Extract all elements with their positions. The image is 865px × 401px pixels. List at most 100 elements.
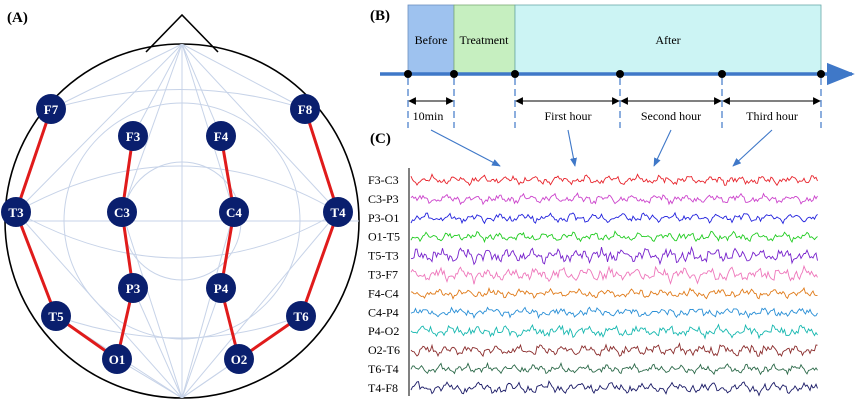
montage-line-f7-t3 [14,107,53,214]
eeg-trace-o1-t5 [410,230,818,244]
eeg-traces: F3-C3C3-P3P3-O1O1-T5T5-T3T3-F7F4-C4C4-P4… [368,173,818,397]
timepoint-dot [718,70,726,78]
interval-third-hour-label: Third hour [746,109,798,123]
eeg-trace-t6-t4 [410,361,818,376]
electrode-marker [323,197,353,227]
electrode-p4: P4 [206,273,236,303]
panel-c: (C) F3-C3C3-P3P3-O1O1-T5T5-T3T3-F7F4-C4C… [368,131,818,397]
electrode-marker [36,94,66,124]
panel-b-label: (B) [370,8,390,24]
channel-label: P3-O1 [368,211,399,225]
electrode-f4: F4 [206,121,236,151]
electrode-label: T3 [8,205,24,220]
electrode-c3: C3 [107,197,137,227]
electrode-c4: C4 [219,197,249,227]
electrode-label: F4 [214,129,229,144]
eeg-trace-f3-c3 [410,173,818,187]
channel-label: T4-F8 [368,381,398,395]
phase-after-box [514,4,822,74]
channel-label: T6-T4 [368,362,399,376]
eeg-trace-c3-p3 [410,192,818,206]
channel-label: O1-T5 [368,230,400,244]
interval-second-hour-label: Second hour [641,109,701,123]
electrode-label: C3 [114,205,130,220]
panel-b: (B) Before Treatment After [370,4,855,167]
electrode-marker [219,197,249,227]
electrode-label: T6 [293,309,309,324]
timepoint-dot [616,70,624,78]
eeg-trace-p4-o2 [410,323,818,340]
electrode-marker [206,121,236,151]
electrode-marker [1,197,31,227]
electrode-label: T5 [48,309,64,324]
electrode-label: T4 [330,205,346,220]
channel-label: F3-C3 [368,173,399,187]
electrode-o1: O1 [102,344,132,374]
panel-a-label: (A) [7,10,28,26]
sampling-arrows [430,129,773,167]
timepoint-dot [817,70,825,78]
channel-label: F4-C4 [368,286,399,300]
channel-label: T3-F7 [368,268,398,282]
electrode-f3: F3 [118,121,148,151]
electrode-marker [290,94,320,124]
electrode-marker [41,301,71,331]
phase-before-label: Before [415,33,448,47]
electrode-marker [107,197,137,227]
eeg-trace-t5-t3 [410,245,818,266]
phase-after-label: After [655,33,680,47]
electrode-marker [118,273,148,303]
electrode-label: P4 [214,281,229,296]
interval-dashed-guides [407,78,822,128]
nose-icon [145,13,219,53]
montage-line-t3-t5 [14,210,58,318]
electrode-label: F7 [44,102,59,117]
montage-line-f8-t4 [303,107,340,214]
timepoint-dot [404,70,412,78]
panel-c-label: (C) [370,131,391,147]
phase-treatment-box [453,4,516,74]
timepoint-dot [511,70,519,78]
electrode-marker [286,301,316,331]
electrode-f7: F7 [36,94,66,124]
timepoint-dot [450,70,458,78]
electrode-label: F3 [126,129,141,144]
interval-first-hour-label: First hour [544,109,591,123]
electrode-p3: P3 [118,273,148,303]
electrode-marker [206,273,236,303]
eeg-trace-t4-f8 [410,380,818,397]
eeg-trace-c4-p4 [410,306,818,319]
electrode-label: O1 [109,352,126,367]
electrode-marker [118,121,148,151]
eeg-trace-o2-t6 [410,342,818,358]
electrode-t4: T4 [323,197,353,227]
eeg-trace-t3-f7 [410,264,818,286]
eeg-trace-f4-c4 [410,287,818,300]
channel-label: P4-O2 [368,324,399,338]
electrode-label: P3 [126,281,141,296]
electrode-marker [102,344,132,374]
electrode-label: C4 [226,205,242,220]
channel-label: C3-P3 [368,192,399,206]
interval-10min-label: 10min [413,109,444,123]
channel-label: O2-T6 [368,343,400,357]
channel-label: C4-P4 [368,305,399,319]
electrode-grid [5,44,359,398]
electrode-t6: T6 [286,301,316,331]
electrode-o2: O2 [224,344,254,374]
montage-line-t4-t6 [299,210,340,318]
electrode-label: F8 [298,102,313,117]
phase-treatment-label: Treatment [460,33,510,47]
channel-label: T5-T3 [368,249,399,263]
phase-before-box [407,4,455,74]
electrode-f8: F8 [290,94,320,124]
timeline-markers [404,70,825,78]
electrode-t5: T5 [41,301,71,331]
eeg-trace-p3-o1 [410,211,818,225]
electrode-marker [224,344,254,374]
electrode-t3: T3 [1,197,31,227]
electrode-label: O2 [231,352,248,367]
